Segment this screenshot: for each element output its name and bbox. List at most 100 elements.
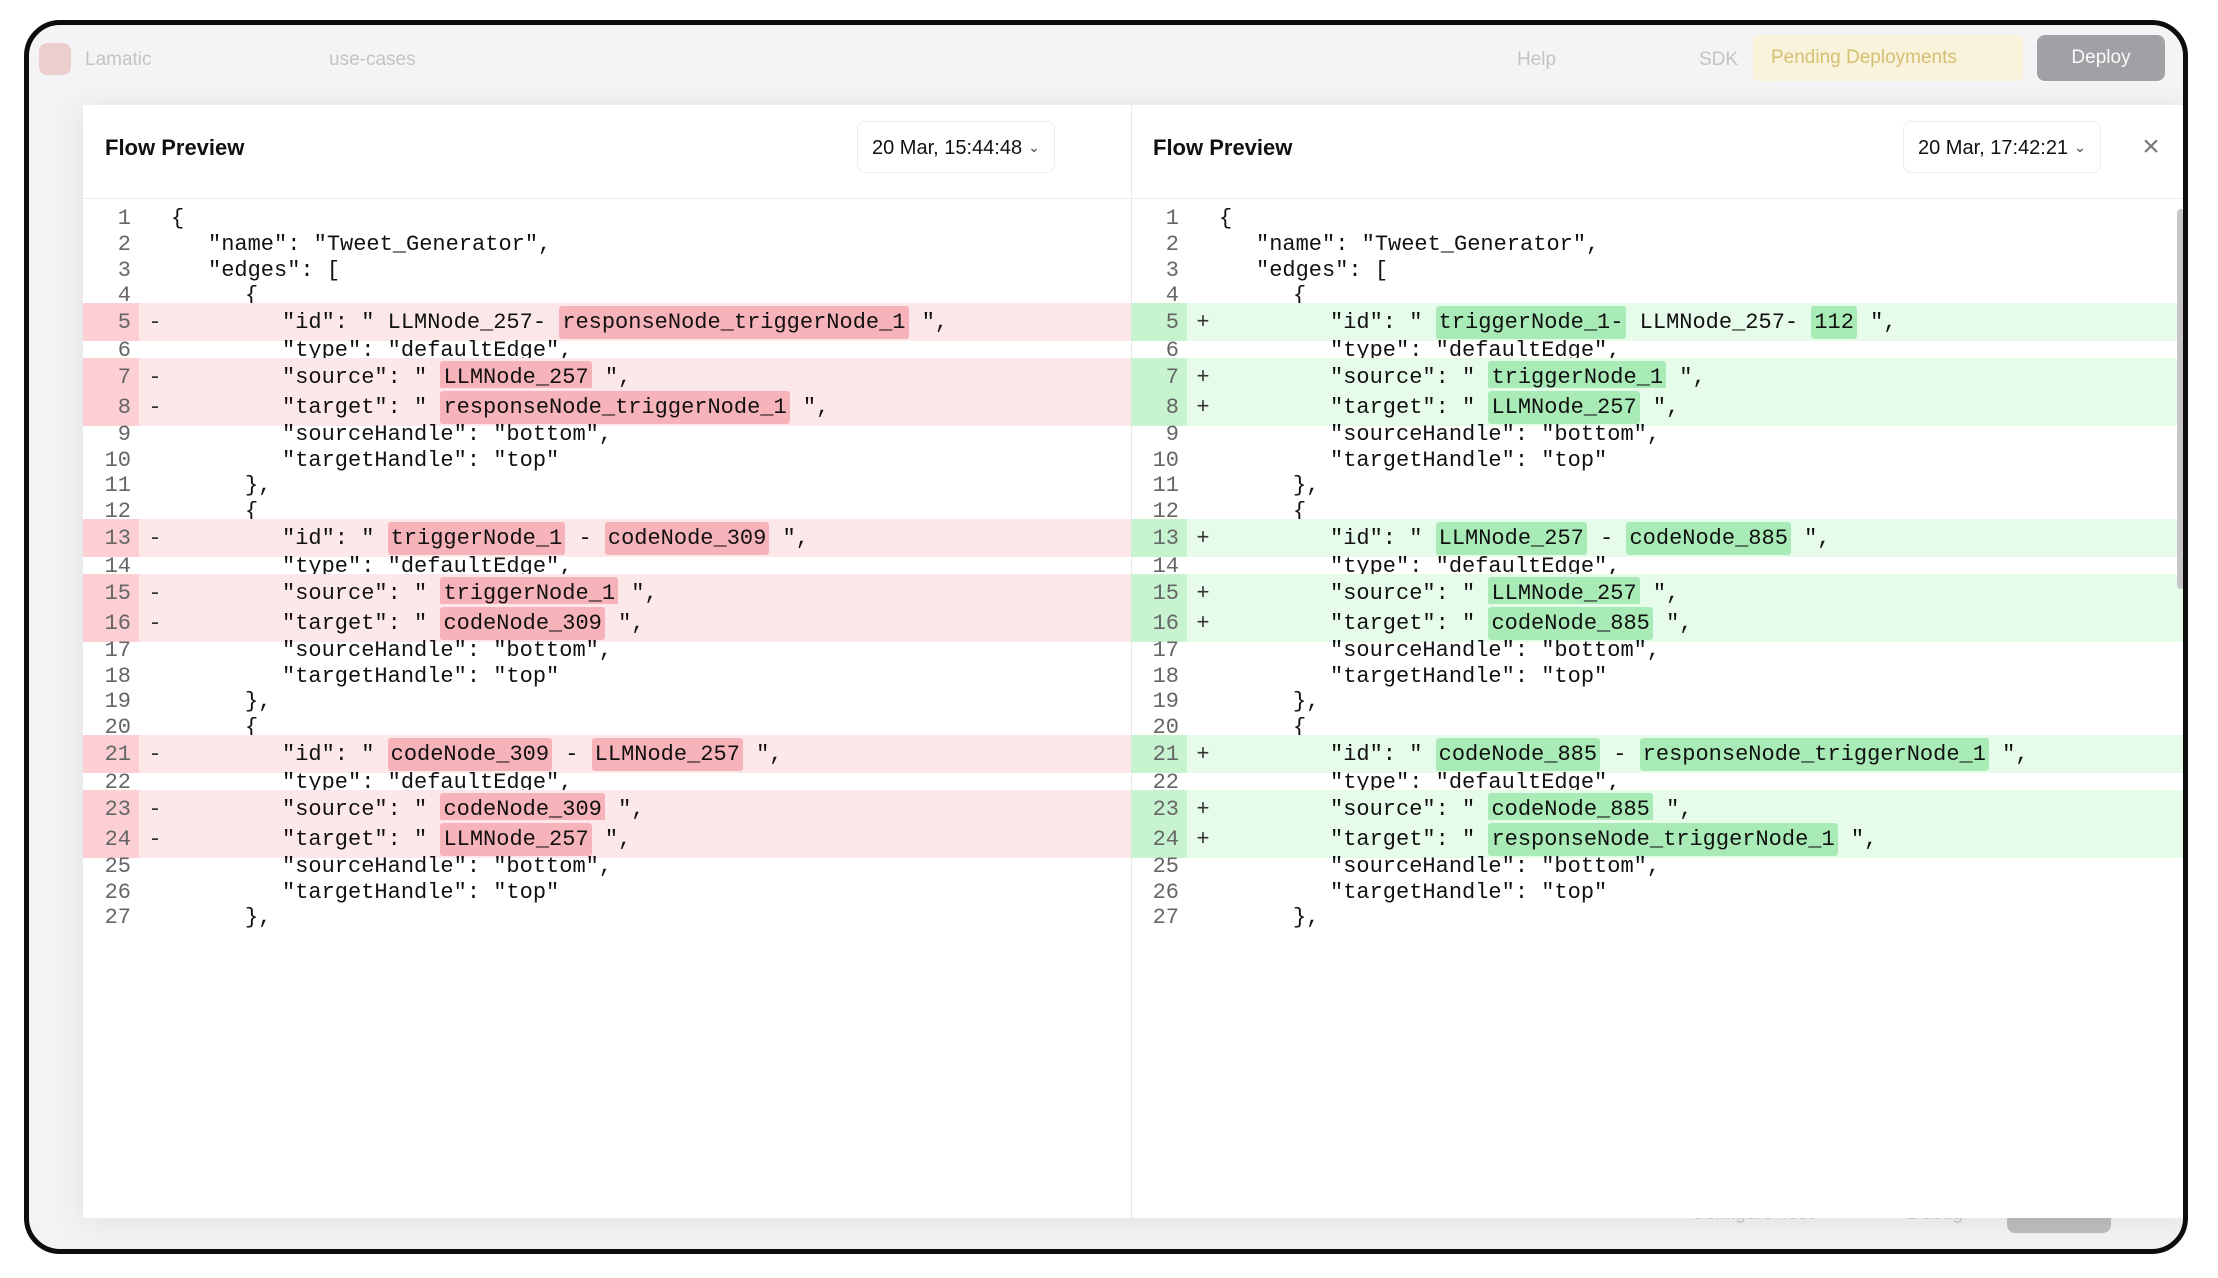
- code-text: },: [1293, 904, 1320, 930]
- added-line: 21+"id": " codeNode_885 - responseNode_t…: [1131, 735, 2183, 773]
- minus-marker: -: [148, 580, 162, 606]
- code-line: 10"targetHandle": "top": [1131, 441, 2183, 479]
- code-text: "target": " LLMNode_257 ",: [1219, 390, 1680, 424]
- code-token: "id": ": [282, 741, 388, 767]
- code-token: "id": ": [1330, 525, 1436, 551]
- code-line: 11},: [83, 466, 1131, 504]
- code-line: 19},: [1131, 682, 2183, 720]
- code-text: "target": " LLMNode_257 ",: [171, 822, 631, 856]
- code-token: ",: [604, 610, 645, 636]
- code-text: "id": " LLMNode_257- responseNode_trigge…: [171, 305, 949, 339]
- left-code-view[interactable]: 1{2"name": "Tweet_Generator",3"edges": […: [83, 199, 1131, 1218]
- code-text: "id": " triggerNode_1 - codeNode_309 ",: [171, 521, 809, 555]
- code-token: ",: [1639, 394, 1680, 420]
- code-token: ",: [1837, 826, 1878, 852]
- line-number: 5: [1131, 303, 1187, 341]
- changed-token: codeNode_885: [1626, 521, 1791, 555]
- sdk-button[interactable]: SDK: [1699, 49, 1739, 70]
- code-token: "target": ": [282, 826, 441, 852]
- left-timestamp-select[interactable]: 20 Mar, 15:44:48⌄: [857, 121, 1055, 173]
- line-number: 16: [1131, 604, 1187, 642]
- help-button[interactable]: Help: [1517, 49, 1557, 70]
- deploy-button[interactable]: Deploy: [2037, 35, 2165, 81]
- code-line: 4{: [83, 276, 1131, 314]
- code-text: "edges": [: [208, 257, 341, 283]
- changed-token: LLMNode_257: [1435, 521, 1587, 555]
- changed-token: codeNode_309: [387, 737, 553, 771]
- code-token: ",: [908, 309, 949, 335]
- line-number: 13: [83, 519, 139, 557]
- plus-marker: +: [1196, 309, 1210, 335]
- code-line: 25"sourceHandle": "bottom",: [83, 847, 1131, 885]
- pending-deployments-button[interactable]: Pending Deployments: [1753, 35, 2023, 81]
- code-line: 18"targetHandle": "top": [1131, 657, 2183, 695]
- code-token: "id": ": [1330, 309, 1436, 335]
- minus-marker: -: [148, 826, 162, 852]
- right-code-view[interactable]: 1{2"name": "Tweet_Generator",3"edges": […: [1131, 199, 2183, 1218]
- code-line: 26"targetHandle": "top": [1131, 873, 2183, 911]
- code-text: },: [245, 904, 272, 930]
- plus-marker: +: [1196, 394, 1210, 420]
- line-number: 26: [104, 879, 131, 905]
- plus-marker: +: [1196, 580, 1210, 606]
- changed-token: responseNode_triggerNode_1: [559, 305, 909, 339]
- workspace-name[interactable]: Lamatic: [85, 49, 152, 70]
- line-number: 3: [117, 257, 131, 283]
- lamatic-logo-icon: [39, 43, 71, 75]
- removed-line: 8-"target": " responseNode_triggerNode_1…: [83, 388, 1131, 426]
- chevron-down-icon: ⌄: [2074, 139, 2086, 155]
- code-token: "source": ": [282, 796, 441, 822]
- added-line: 16+"target": " codeNode_885 ",: [1131, 604, 2183, 642]
- code-text: {: [1293, 714, 1307, 740]
- line-number: 9: [117, 421, 131, 447]
- code-text: {: [245, 714, 259, 740]
- vertical-scrollbar[interactable]: [2177, 209, 2183, 589]
- line-number: 21: [83, 735, 139, 773]
- line-number: 2: [1165, 231, 1179, 257]
- code-text: {: [1219, 205, 1233, 231]
- line-number: 18: [104, 663, 131, 689]
- removed-line: 21-"id": " codeNode_309 - LLMNode_257 ",: [83, 735, 1131, 773]
- code-line: 19},: [83, 682, 1131, 720]
- changed-token: LLMNode_257: [1488, 390, 1640, 424]
- close-icon[interactable]: ×: [2142, 130, 2160, 163]
- code-text: "sourceHandle": "bottom",: [1330, 853, 1661, 879]
- line-number: 2: [117, 231, 131, 257]
- line-number: 4: [117, 282, 131, 308]
- line-number: 17: [104, 637, 131, 663]
- right-timestamp-select[interactable]: 20 Mar, 17:42:21⌄: [1903, 121, 2101, 173]
- flow-diff-modal: Flow Preview 20 Mar, 15:44:48⌄ 1 {2"name"…: [83, 105, 2183, 1218]
- code-line: 2"name": "Tweet_Generator",: [83, 225, 1131, 263]
- line-number: 8: [83, 388, 139, 426]
- line-number: 24: [83, 820, 139, 858]
- line-number: 24: [1131, 820, 1187, 858]
- code-text: "id": " triggerNode_1- LLMNode_257- 112 …: [1219, 305, 1897, 339]
- changed-token: LLMNode_257: [591, 737, 743, 771]
- added-line: 24+"target": " responseNode_triggerNode_…: [1131, 820, 2183, 858]
- code-text: "id": " codeNode_309 - LLMNode_257 ",: [171, 737, 783, 771]
- line-number: 25: [1152, 853, 1179, 879]
- code-line: 25 "sourceHandle": "bottom",: [1131, 847, 2183, 885]
- code-token: -: [565, 525, 605, 551]
- code-line: 27},: [1131, 898, 2183, 936]
- line-number: 4: [1165, 282, 1179, 308]
- line-number: 9: [1165, 421, 1179, 447]
- line-number: 1: [1165, 205, 1179, 231]
- project-name[interactable]: use-cases: [329, 49, 416, 70]
- code-line: 3 "edges": [: [83, 251, 1131, 289]
- code-token: "id": ": [1330, 741, 1436, 767]
- code-text: "source": " LLMNode_257 ",: [1219, 576, 1679, 610]
- line-number: 11: [104, 472, 131, 498]
- code-text: "source": " LLMNode_257 ",: [171, 360, 632, 394]
- line-number: 6: [1165, 337, 1179, 363]
- chevron-down-icon: ⌄: [1028, 139, 1040, 155]
- code-line: 12{: [83, 492, 1131, 530]
- removed-line: 5-"id": " LLMNode_257- responseNode_trig…: [83, 303, 1131, 341]
- code-text: },: [1293, 688, 1320, 714]
- left-pane-header: Flow Preview 20 Mar, 15:44:48⌄: [83, 105, 1131, 199]
- code-text: "source": " triggerNode_1 ",: [1219, 360, 1706, 394]
- code-token: ",: [591, 364, 632, 390]
- line-number: 10: [104, 447, 131, 473]
- code-token: "id": " LLMNode_257-: [282, 309, 560, 335]
- changed-token: codeNode_309: [604, 521, 770, 555]
